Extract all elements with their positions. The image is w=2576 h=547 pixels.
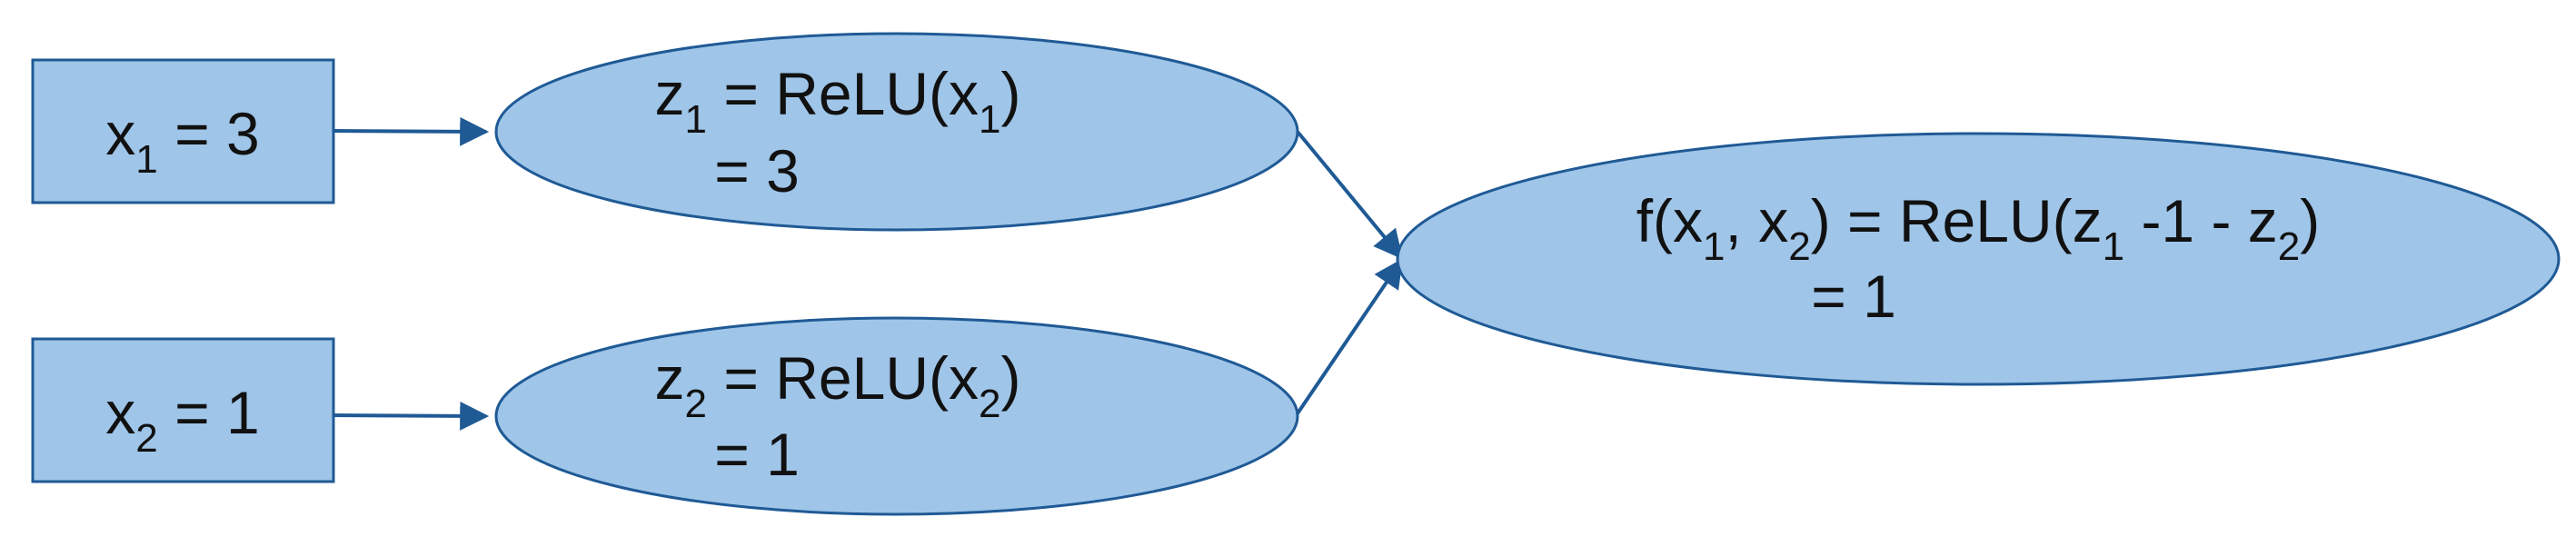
hidden-node-z1-formula: z1 = ReLU(x1): [655, 60, 1021, 142]
hidden-node-z1-value: = 3: [714, 137, 800, 204]
input-node-x1: [31, 58, 335, 204]
input-node-x2: [31, 337, 335, 483]
edge-x1-to-z1: [333, 116, 490, 146]
input-node-x2-label: x2 = 1: [105, 379, 259, 461]
edge-z1-to-f: [1296, 130, 1404, 260]
output-node-f-formula: f(x1, x2) = ReLU(z1 -1 - z2): [1636, 187, 2321, 269]
hidden-node-z1: [494, 32, 1299, 232]
edge-x2-to-z2: [333, 401, 490, 431]
hidden-node-z2-formula: z2 = ReLU(x2): [655, 344, 1021, 426]
hidden-node-z2: [494, 316, 1299, 516]
edge-z2-to-f: [1296, 258, 1403, 415]
hidden-node-z2-value: = 1: [714, 421, 800, 488]
output-node-f: [1396, 132, 2561, 386]
input-node-x1-label: x1 = 3: [105, 100, 259, 182]
output-node-f-value: = 1: [1811, 263, 1896, 330]
